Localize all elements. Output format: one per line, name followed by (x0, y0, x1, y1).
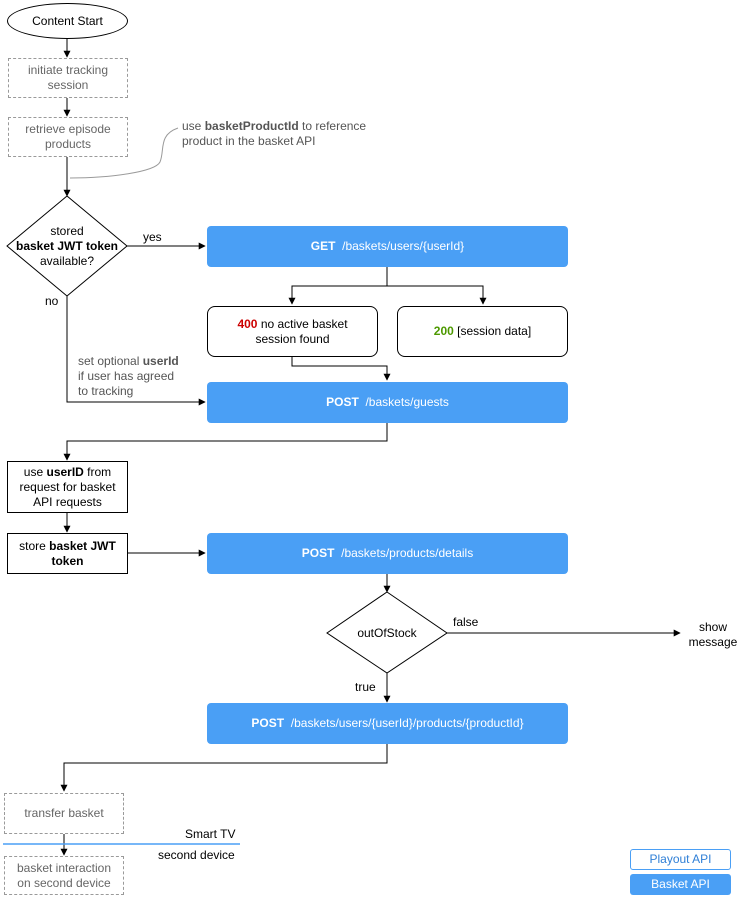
post-details-node: POST /baskets/products/details (207, 533, 568, 574)
edge-guests-userid (63, 422, 388, 461)
start-label: Content Start (32, 13, 103, 28)
post-add-product-node: POST /baskets/users/{userId}/products/{p… (207, 703, 568, 744)
interaction-label: basket interaction on second device (16, 860, 112, 890)
code-400: 400 (237, 316, 258, 331)
guests-path: /baskets/guests (365, 395, 449, 409)
post-guests-node: POST /baskets/guests (207, 382, 568, 423)
second-device-interaction-node: basket interaction on second device (4, 856, 124, 895)
false-label: false (453, 615, 479, 629)
decision-token-label: stored basket JWT token available? (15, 224, 119, 268)
decision-diamond-stock (326, 591, 448, 674)
note-connector (69, 127, 179, 179)
edge-get-split (288, 266, 388, 305)
second-device-label: second device (158, 848, 235, 862)
get-path: /baskets/users/{userId} (342, 239, 465, 253)
use-userid-node: use userID from request for basket API r… (7, 461, 128, 513)
edge-add-transfer (60, 743, 388, 792)
transfer-basket-label: transfer basket (24, 806, 104, 820)
stock-decision-label: outOfStock (357, 626, 417, 640)
retrieve-products-label: retrieve episode products (25, 122, 111, 151)
legend-playout-api: Playout API (630, 849, 731, 870)
start-node: Content Start (7, 3, 128, 39)
initiate-tracking-node: initiate tracking session (8, 58, 128, 98)
legend-basket-api: Basket API (630, 874, 731, 895)
show-message-label: show message (688, 620, 738, 649)
true-label: true (355, 680, 376, 694)
details-method: POST (301, 546, 335, 560)
get-method: GET (310, 239, 336, 253)
edge-get-200 (387, 285, 487, 305)
decision-diamond-token (6, 195, 128, 297)
guests-method: POST (326, 395, 359, 409)
add-method: POST (251, 716, 285, 730)
transfer-basket-node: transfer basket (4, 793, 124, 834)
no-label: no (45, 294, 59, 308)
get-basket-node: GET /baskets/users/{userId} (207, 226, 568, 267)
response-400-node: 400 no active basket session found (207, 306, 378, 357)
retrieve-products-node: retrieve episode products (8, 117, 128, 157)
details-path: /baskets/products/details (341, 546, 474, 560)
yes-label: yes (143, 230, 162, 244)
smart-tv-label: Smart TV (185, 827, 236, 841)
code-200: 200 (433, 324, 454, 338)
edge-400-guests (291, 356, 391, 381)
store-token-node: store basket JWT token (7, 533, 128, 574)
response-200-node: 200 [session data] (397, 306, 568, 357)
basket-product-note: use basketProductId to reference product… (182, 119, 367, 148)
edge-no-guests (66, 296, 206, 406)
initiate-tracking-label: initiate tracking session (27, 63, 109, 92)
userid-note: set optional userId if user has agreed t… (78, 354, 179, 398)
add-path: /baskets/users/{userId}/products/{produc… (290, 716, 524, 730)
